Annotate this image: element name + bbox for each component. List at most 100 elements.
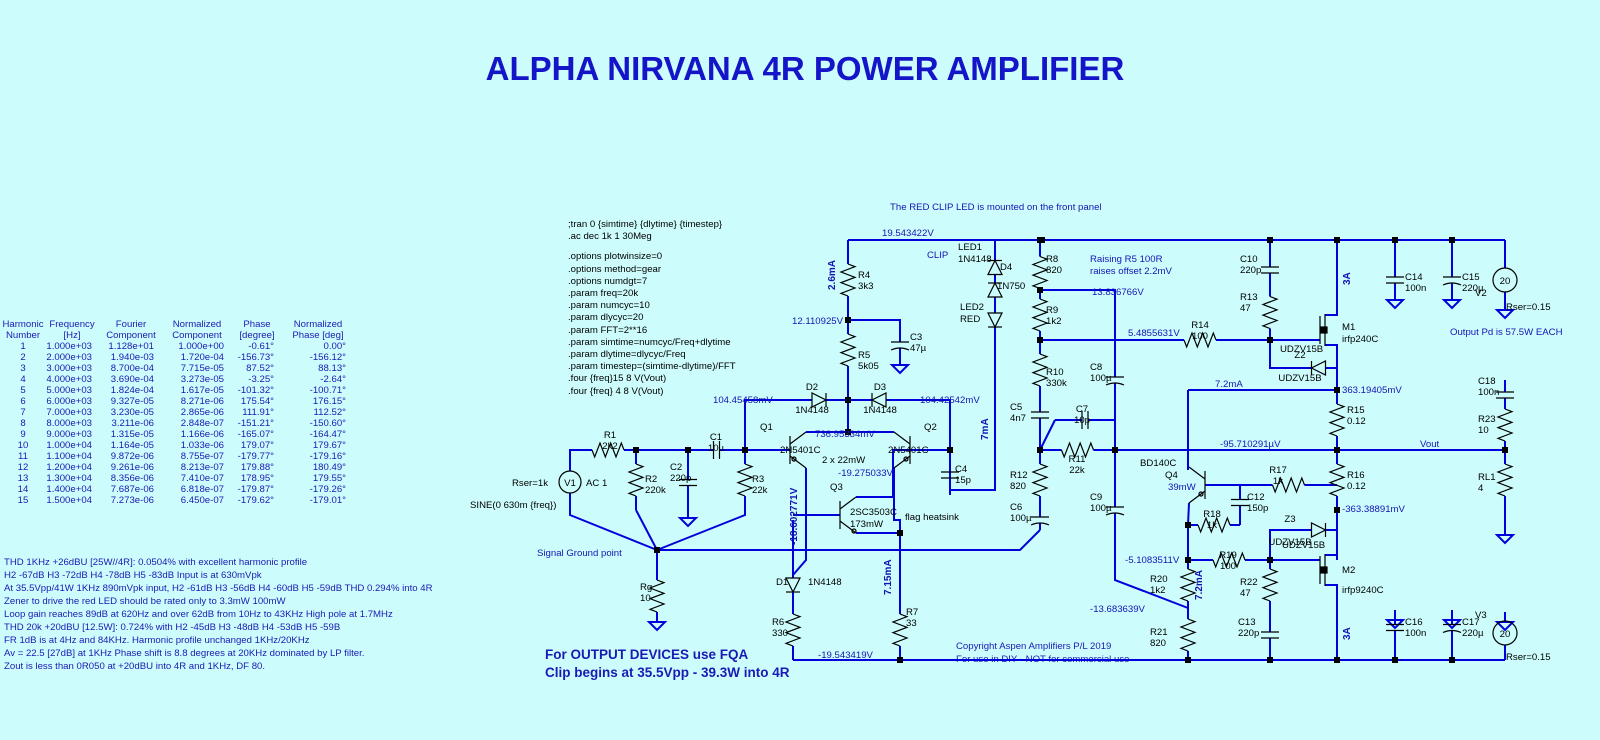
resistor-r5 xyxy=(839,333,857,367)
i-m2: 3A xyxy=(1342,627,1353,640)
fourier-header: Fourier xyxy=(115,319,147,330)
directive-line: .param numcyc=10 xyxy=(568,300,650,312)
fourier-cell: 1.100e+04 xyxy=(46,451,92,462)
junction-dot xyxy=(1112,447,1118,453)
wire xyxy=(893,468,901,585)
ref-r17: R17 xyxy=(1269,465,1287,476)
ground-icon xyxy=(1384,299,1406,310)
junction-dot xyxy=(654,547,660,553)
resistor-r15 xyxy=(1328,403,1346,437)
value-r13: 47 xyxy=(1240,303,1251,314)
transistor-emitter xyxy=(839,520,857,534)
source-text: 20 xyxy=(1500,629,1511,640)
value-c15: 220µ xyxy=(1462,283,1484,294)
fourier-cell: 6.818e-07 xyxy=(180,484,224,495)
ref-c9: C9 xyxy=(1090,492,1102,503)
ref-r20: R20 xyxy=(1150,574,1168,585)
junction-dot xyxy=(1334,657,1340,663)
q4-power: 39mW xyxy=(1168,482,1197,493)
capacitor-plate xyxy=(890,347,910,351)
mosfet-arrow xyxy=(1320,566,1328,574)
transistor-collector xyxy=(839,496,857,510)
value-z3: UDZV15B xyxy=(1282,540,1325,551)
diode-body xyxy=(785,577,801,594)
fourier-cell: 176.15° xyxy=(312,396,346,407)
wire xyxy=(1114,530,1189,609)
v-emitters: 736.95334mV xyxy=(815,429,875,440)
fourier-cell: 179.88° xyxy=(240,462,274,473)
v-d1: -18.602771V xyxy=(789,487,800,545)
fourier-cell: 7.687e-06 xyxy=(110,484,154,495)
resistor-r17 xyxy=(1271,476,1306,494)
fourier-header: Normalized xyxy=(172,319,222,330)
wire xyxy=(1325,584,1338,660)
wire xyxy=(910,399,951,450)
value-c1: 10µ xyxy=(708,443,725,454)
ref-c6: C6 xyxy=(1010,502,1022,513)
v-r15-top: 363.19405mV xyxy=(1342,385,1402,396)
capacitor-plate xyxy=(1442,282,1462,286)
value-r21: 820 xyxy=(1150,638,1166,649)
fourier-cell: 180.49° xyxy=(312,462,346,473)
ref-r12: R12 xyxy=(1010,470,1028,481)
fourier-cell: -179.16° xyxy=(309,451,346,462)
value-c8: 100µ xyxy=(1090,373,1112,384)
transistor-collector xyxy=(789,431,807,445)
fourier-cell: 2 xyxy=(20,352,26,363)
fourier-cell: -0.61° xyxy=(248,341,274,352)
fourier-header: Frequency xyxy=(49,319,95,330)
value-m2: irfp9240C xyxy=(1342,585,1384,596)
fourier-cell: 5 xyxy=(20,385,26,396)
junction-dot xyxy=(1267,237,1273,243)
sine-source-text: SINE(0 630m {freq}) xyxy=(470,500,556,511)
fourier-cell: -179.01° xyxy=(309,495,346,506)
wire xyxy=(744,399,790,450)
fourier-cell: 8.700e-04 xyxy=(110,363,154,374)
value-z3: UDZV15B xyxy=(1268,537,1311,548)
fourier-cell: 7.000e+03 xyxy=(46,407,92,418)
value-c6: 100µ xyxy=(1010,513,1032,524)
fourier-cell: 1.617e-05 xyxy=(180,385,224,396)
wire xyxy=(848,319,901,335)
fourier-cell: 88.13° xyxy=(318,363,346,374)
directive-line: ;tran 0 {simtime} {dlytime} {timestep} xyxy=(568,219,723,230)
fourier-cell: -164.47° xyxy=(309,429,346,440)
ref-c10: C10 xyxy=(1240,254,1258,265)
fourier-cell: 10 xyxy=(17,440,29,451)
ref-r1: R1 xyxy=(604,430,616,441)
ground-icon xyxy=(677,517,699,528)
value-c7: 10p xyxy=(1074,415,1090,426)
fourier-cell: 1.000e+00 xyxy=(178,341,224,352)
value-r12: 820 xyxy=(1010,481,1026,492)
ref-d1: D1 xyxy=(776,577,788,588)
ref-r13: R13 xyxy=(1240,292,1258,303)
directive-line: .four {freq}15 8 V(Vout) xyxy=(568,373,667,385)
fourier-cell: -179.87° xyxy=(237,484,274,495)
value-q2: 2N5401C xyxy=(888,445,929,456)
resistor-r18 xyxy=(1197,516,1231,534)
wire xyxy=(657,529,1041,551)
output-note-line: Clip begins at 35.5Vpp - 39.3W into 4R xyxy=(545,665,790,680)
directive-line: .param timestep=(simtime-dlytime)/FFT xyxy=(568,361,736,373)
fourier-cell: 1.824e-04 xyxy=(110,385,154,396)
fourier-cell: 9 xyxy=(20,429,26,440)
ref-r9: R9 xyxy=(1046,305,1058,316)
fourier-cell: 3.273e-05 xyxy=(180,374,224,385)
ref-v3: V3 xyxy=(1475,610,1487,621)
ref-m1: M1 xyxy=(1342,322,1355,333)
diode-body xyxy=(811,392,828,408)
q-pair-power: 2 x 22mW xyxy=(822,455,866,466)
ref-c12: C12 xyxy=(1247,492,1265,503)
ref-d3: D3 xyxy=(874,382,886,393)
directive-line: .options method=gear xyxy=(568,263,662,275)
value-c5: 4n7 xyxy=(1010,413,1026,424)
note-line: FR 1dB is at 4Hz and 84KHz. Harmonic pro… xyxy=(4,635,310,646)
directive-line: .param freq=20k xyxy=(568,288,639,300)
